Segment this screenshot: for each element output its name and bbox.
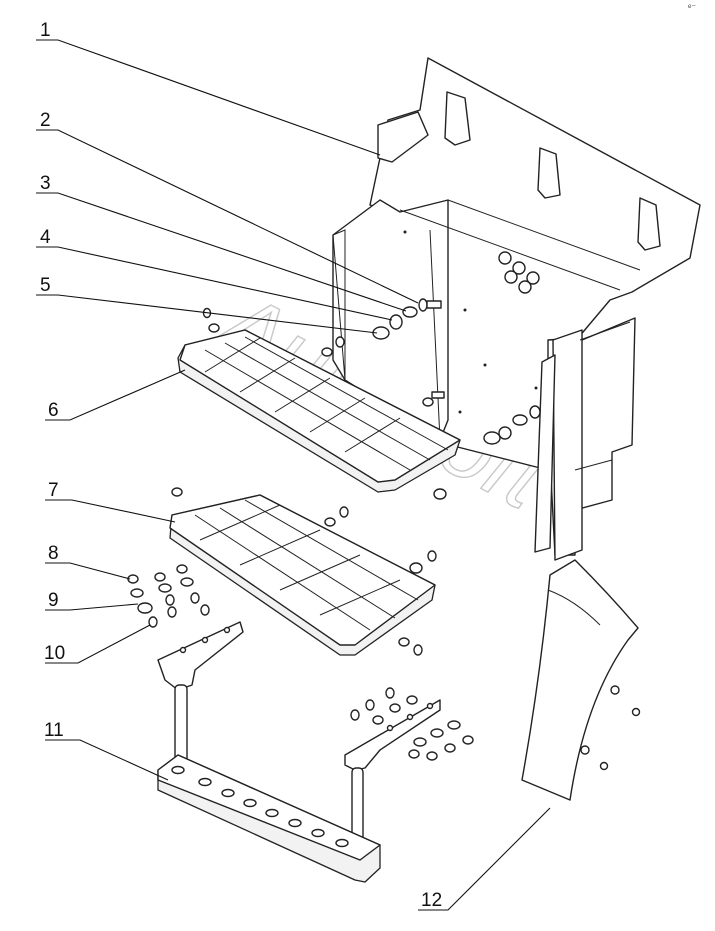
callout-6: 6 [48, 400, 59, 421]
part-6-upper-step [177, 329, 461, 493]
callout-12: 12 [421, 890, 442, 911]
callout-8: 8 [48, 543, 59, 564]
callout-labels: 1 2 3 4 5 6 7 8 9 10 11 12 [40, 20, 442, 911]
callout-5: 5 [40, 275, 51, 296]
callout-7: 7 [48, 480, 59, 501]
callout-10: 10 [44, 643, 65, 664]
fasteners [127, 298, 541, 761]
side-plate [534, 317, 636, 561]
corner-mark: ᵉ⁻ [688, 2, 696, 12]
part-7-lower-step [169, 494, 436, 656]
callout-1: 1 [40, 20, 51, 41]
callout-11: 11 [44, 720, 64, 741]
callout-3: 3 [40, 173, 51, 194]
callout-leaders [36, 39, 551, 911]
part-12-mud-flap [521, 559, 641, 801]
callout-4: 4 [40, 227, 51, 248]
part-11-bottom-step [157, 621, 441, 883]
callout-2: 2 [40, 110, 51, 131]
callout-9: 9 [48, 590, 59, 611]
